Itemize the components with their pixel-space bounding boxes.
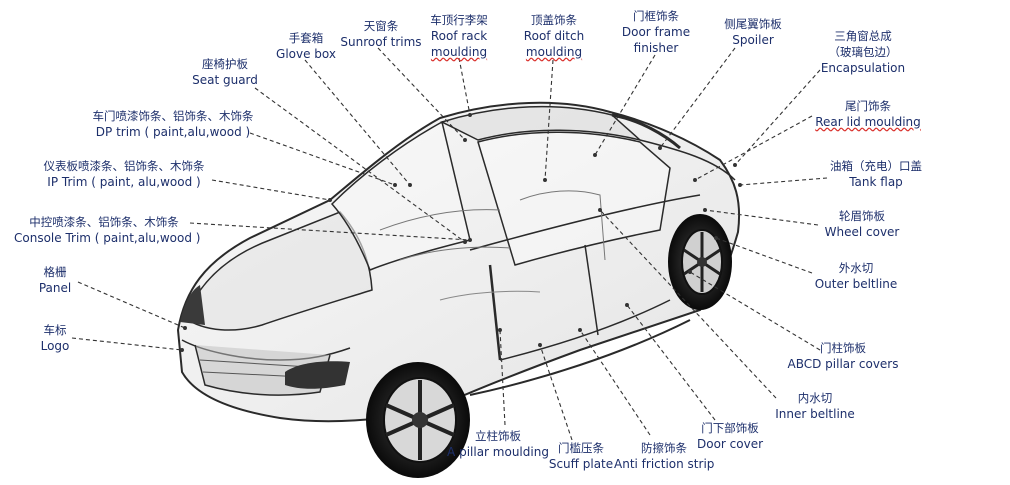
roof-ditch-zh: 顶盖饰条	[531, 13, 577, 27]
label-logo: 车标 Logo	[30, 322, 80, 354]
rear-lid-zh: 尾门饰条	[845, 99, 891, 113]
label-outer-beltline: 外水切 Outer beltline	[806, 260, 906, 292]
door-cover-zh: 门下部饰板	[701, 421, 759, 435]
label-pillar-covers: 门柱饰板 ABCD pillar covers	[784, 340, 902, 372]
label-inner-beltline: 内水切 Inner beltline	[770, 390, 860, 422]
rear-wheel	[668, 214, 732, 310]
tank-flap-zh: 油箱（充电）口盖	[830, 159, 922, 173]
outer-beltline-en: Outer beltline	[814, 277, 898, 291]
console-trim-en: Console Trim ( paint,alu,wood )	[14, 231, 201, 245]
roof-ditch-en1: Roof ditch	[523, 29, 585, 43]
spoiler-zh: 侧尾翼饰板	[724, 17, 782, 31]
wheel-cover-en: Wheel cover	[824, 225, 900, 239]
inner-beltline-zh: 内水切	[797, 391, 833, 405]
seat-guard-zh: 座椅护板	[202, 57, 248, 71]
pillar-covers-zh: 门柱饰板	[820, 341, 866, 355]
label-glove-box: 手套箱 Glove box	[264, 30, 348, 62]
panel-zh: 格栅	[43, 265, 67, 279]
sunroof-trims-zh: 天窗条	[363, 19, 399, 33]
spoiler-en: Spoiler	[732, 33, 774, 47]
dp-trim-zh: 车门喷漆饰条、铝饰条、木饰条	[92, 109, 254, 123]
panel-en: Panel	[38, 281, 72, 295]
encapsulation-zh2: （玻璃包边）	[828, 45, 898, 59]
a-pillar-en: A pillar moulding	[446, 444, 550, 460]
label-scuff-plate: 门槛压条 Scuff plate	[548, 440, 614, 472]
scuff-plate-zh: 门槛压条	[558, 441, 604, 455]
label-a-pillar: 立柱饰板 A pillar moulding	[446, 428, 550, 460]
label-anti-friction: 防擦饰条 Anti friction strip	[614, 440, 714, 472]
pillar-covers-en: ABCD pillar covers	[787, 357, 899, 371]
door-cover-en: Door cover	[696, 437, 764, 451]
anti-friction-zh: 防擦饰条	[641, 441, 687, 455]
label-console-trim: 中控喷漆条、铝饰条、木饰条 Console Trim ( paint,alu,w…	[14, 214, 201, 246]
left-headlamp	[180, 285, 205, 325]
roof-rack-zh: 车顶行李架	[430, 13, 488, 27]
glove-box-en: Glove box	[276, 47, 336, 61]
logo-zh: 车标	[43, 323, 67, 337]
anti-friction-en: Anti friction strip	[614, 457, 715, 471]
scuff-plate-en: Scuff plate	[548, 457, 614, 471]
ip-trim-en: IP Trim ( paint, alu,wood )	[47, 175, 201, 189]
label-panel: 格栅 Panel	[30, 264, 80, 296]
label-door-frame: 门框饰条 Door frame finisher	[614, 8, 698, 56]
label-roof-rack: 车顶行李架 Roof rack moulding	[420, 12, 498, 60]
label-dp-trim: 车门喷漆饰条、铝饰条、木饰条 DP trim ( paint,alu,wood …	[88, 108, 258, 140]
label-door-cover: 门下部饰板 Door cover	[690, 420, 770, 452]
rear-lid-en: Rear lid moulding	[815, 115, 921, 129]
label-seat-guard: 座椅护板 Seat guard	[180, 56, 270, 88]
car-body	[176, 101, 741, 423]
roof-rack-en2: moulding	[430, 45, 488, 59]
encapsulation-zh1: 三角窗总成	[834, 29, 892, 43]
tank-flap-en: Tank flap	[849, 175, 903, 189]
dp-trim-en: DP trim ( paint,alu,wood )	[95, 125, 251, 139]
seat-guard-en: Seat guard	[192, 73, 258, 87]
ip-trim-zh: 仪表板喷漆条、铝饰条、木饰条	[43, 159, 205, 173]
wheel-cover-zh: 轮眉饰板	[839, 209, 885, 223]
label-rear-lid: 尾门饰条 Rear lid moulding	[812, 98, 924, 130]
glove-box-zh: 手套箱	[288, 31, 324, 45]
logo-en: Logo	[40, 339, 70, 353]
label-ip-trim: 仪表板喷漆条、铝饰条、木饰条 IP Trim ( paint, alu,wood…	[36, 158, 212, 190]
front-wheel	[366, 362, 470, 478]
door-frame-en2: finisher	[633, 41, 679, 55]
door-frame-zh: 门框饰条	[633, 9, 679, 23]
label-encapsulation: 三角窗总成 （玻璃包边） Encapsulation	[808, 28, 918, 76]
encapsulation-en: Encapsulation	[820, 61, 906, 75]
roof-rack-en1: Roof rack	[430, 29, 488, 43]
leader-lines	[71, 47, 828, 441]
a-pillar-en-text: A pillar moulding	[447, 445, 549, 459]
roof-ditch-en2: moulding	[525, 45, 583, 59]
label-sunroof-trims: 天窗条 Sunroof trims	[332, 18, 430, 50]
sunroof-trims-en: Sunroof trims	[340, 35, 422, 49]
a-pillar-zh: 立柱饰板	[475, 429, 521, 443]
label-roof-ditch: 顶盖饰条 Roof ditch moulding	[515, 12, 593, 60]
label-spoiler: 侧尾翼饰板 Spoiler	[710, 16, 796, 48]
label-tank-flap: 油箱（充电）口盖 Tank flap	[820, 158, 932, 190]
label-wheel-cover: 轮眉饰板 Wheel cover	[814, 208, 910, 240]
outer-beltline-zh: 外水切	[838, 261, 874, 275]
door-frame-en1: Door frame	[621, 25, 691, 39]
console-trim-zh: 中控喷漆条、铝饰条、木饰条	[29, 215, 179, 229]
right-headlamp	[285, 361, 350, 389]
inner-beltline-en: Inner beltline	[775, 407, 855, 421]
